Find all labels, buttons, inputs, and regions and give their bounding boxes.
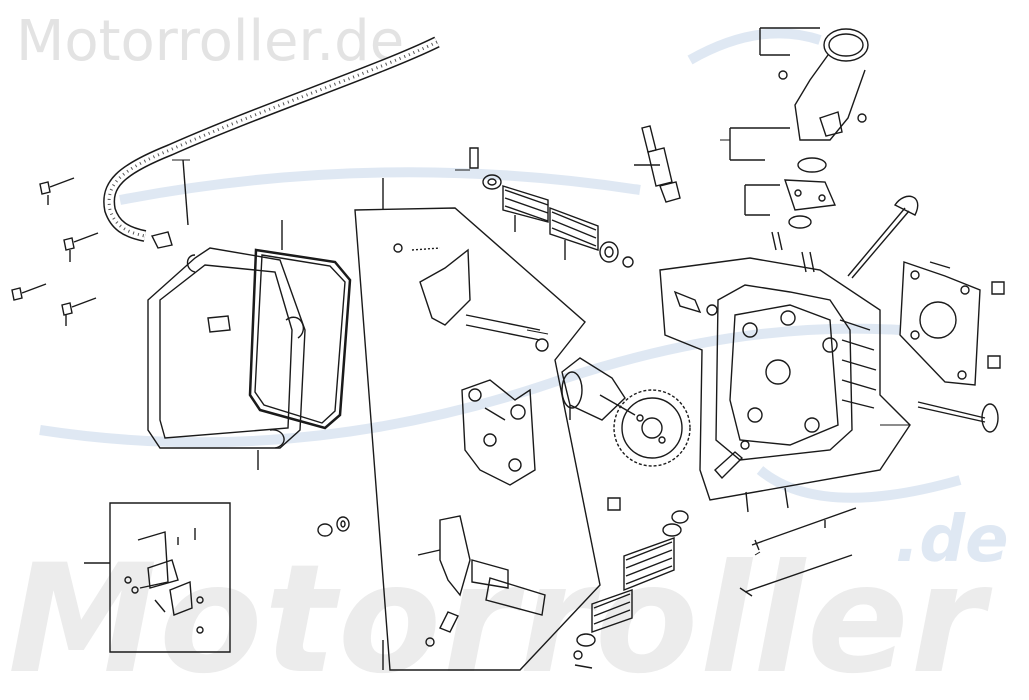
rocker-holder	[461, 379, 536, 486]
watermark-de: .de	[895, 503, 1009, 577]
cylinder-head-gasket	[899, 261, 981, 386]
camshaft	[561, 357, 691, 467]
exhaust-valve	[917, 401, 999, 433]
valve-stem-seals	[317, 516, 350, 537]
dowel-pins	[607, 281, 1005, 511]
watermark-swoosh	[39, 28, 962, 503]
valve-cover	[147, 247, 306, 470]
rocker-arm-upper	[393, 243, 549, 352]
spark-plug	[634, 125, 681, 203]
leader-lines	[172, 139, 910, 556]
breather-hose	[103, 36, 440, 249]
head-bolts	[739, 507, 857, 597]
valve-spring-set-lower	[573, 510, 689, 669]
watermark-top: Motorroller.de	[16, 9, 405, 74]
cover-bolts	[11, 177, 99, 326]
intake-manifold	[729, 27, 869, 229]
intake-valve	[847, 195, 919, 279]
valve-cover-gasket	[248, 220, 352, 430]
cylinder-head	[659, 257, 911, 501]
inset-kit-box	[84, 502, 231, 653]
rocker-assembly-outline	[354, 178, 601, 671]
valve-spring-set-upper	[469, 147, 634, 268]
studs	[745, 231, 815, 513]
rocker-arm-lower	[417, 515, 546, 647]
